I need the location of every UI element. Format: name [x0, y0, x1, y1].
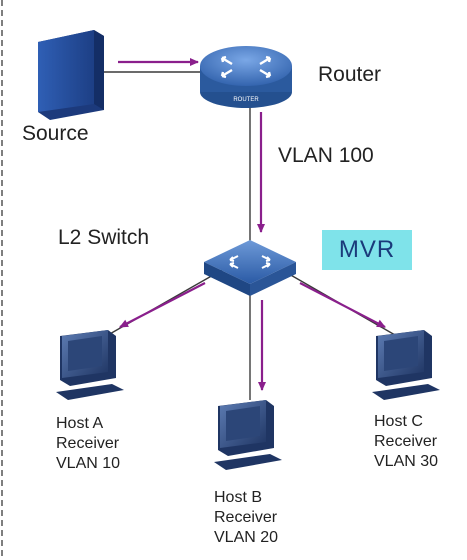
router-label: Router — [318, 63, 382, 86]
server-icon — [38, 30, 104, 120]
host-b-role: Receiver — [214, 509, 278, 526]
router-icon-text: ROUTER — [233, 97, 259, 103]
host-c-label: Host C Receiver VLAN 30 — [374, 412, 438, 472]
mvr-badge: MVR — [322, 230, 412, 270]
host-b-label: Host B Receiver VLAN 20 — [214, 488, 278, 548]
host-a-name: Host A — [56, 415, 104, 432]
host-b-vlan: VLAN 20 — [214, 529, 279, 546]
host-b-name: Host B — [214, 489, 263, 506]
switch-icon — [204, 240, 296, 296]
computer-icon-host-a — [56, 330, 124, 400]
arrow-switch-to-host-a — [119, 282, 206, 328]
host-c-role: Receiver — [374, 433, 438, 450]
router-icon: ROUTER — [200, 46, 292, 108]
computer-icon-host-c — [372, 330, 440, 400]
host-a-label: Host A Receiver VLAN 10 — [56, 414, 120, 474]
host-a-vlan: VLAN 10 — [56, 455, 121, 472]
host-c-name: Host C — [374, 413, 423, 430]
host-c-vlan: VLAN 30 — [374, 453, 439, 470]
computer-icon-host-b — [214, 400, 282, 470]
source-label: Source — [22, 122, 89, 145]
host-a-role: Receiver — [56, 435, 120, 452]
arrow-switch-to-host-c — [299, 282, 386, 328]
vlan-100-label: VLAN 100 — [278, 144, 374, 167]
multicast-flow-arrows — [118, 58, 386, 391]
l2-switch-label: L2 Switch — [58, 226, 150, 249]
